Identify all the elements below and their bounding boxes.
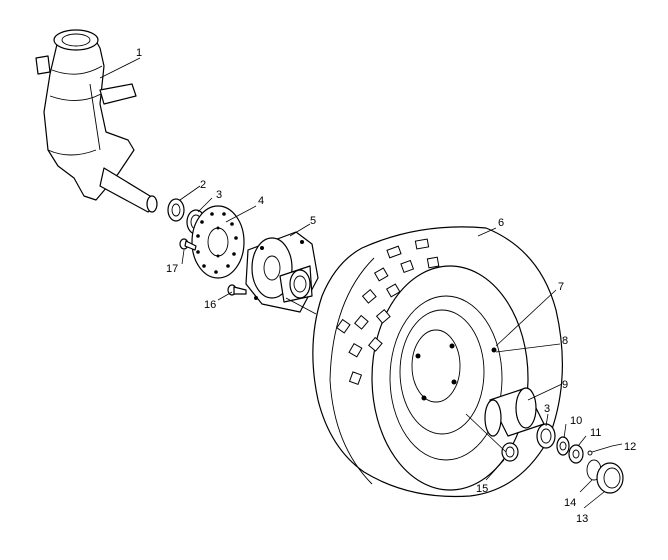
- bearing-3-outer: [536, 423, 556, 449]
- cotter-pin-12: [587, 445, 613, 456]
- callout-3-upper: 3: [216, 189, 222, 201]
- callout-13: 13: [576, 513, 588, 525]
- lug-nut-15: [501, 442, 519, 462]
- callout-6: 6: [498, 217, 504, 229]
- callout-10: 10: [570, 415, 582, 427]
- callout-5: 5: [310, 215, 316, 227]
- callout-3-lower: 3: [544, 403, 550, 415]
- callout-8: 8: [562, 335, 568, 347]
- callout-2: 2: [200, 179, 206, 191]
- callout-15: 15: [476, 483, 488, 495]
- callout-14: 14: [564, 497, 576, 509]
- callout-7: 7: [558, 281, 564, 293]
- spacer-tube: [484, 387, 545, 437]
- hub-cap-13: [596, 462, 624, 494]
- callout-4: 4: [258, 195, 264, 207]
- callout-1: 1: [136, 47, 142, 59]
- castle-nut-11: [568, 444, 584, 464]
- callout-9: 9: [562, 379, 568, 391]
- callout-16: 16: [204, 299, 216, 311]
- brake-disc: [191, 205, 245, 279]
- leader-lines: [99, 57, 623, 509]
- washer-10: [556, 436, 570, 456]
- callout-labels: 1 2 3 4 5 6 7 8 9 3 10 11 12 13 14 15 16…: [136, 47, 636, 525]
- callout-12: 12: [624, 441, 636, 453]
- bearing-2: [167, 198, 185, 222]
- bolt-16: [227, 284, 247, 296]
- callout-11: 11: [590, 427, 601, 439]
- wheel-hub: [245, 231, 319, 315]
- callout-17: 17: [166, 263, 178, 275]
- bolt-17: [179, 238, 197, 251]
- tire: [312, 226, 563, 498]
- strut-knuckle: [35, 29, 158, 213]
